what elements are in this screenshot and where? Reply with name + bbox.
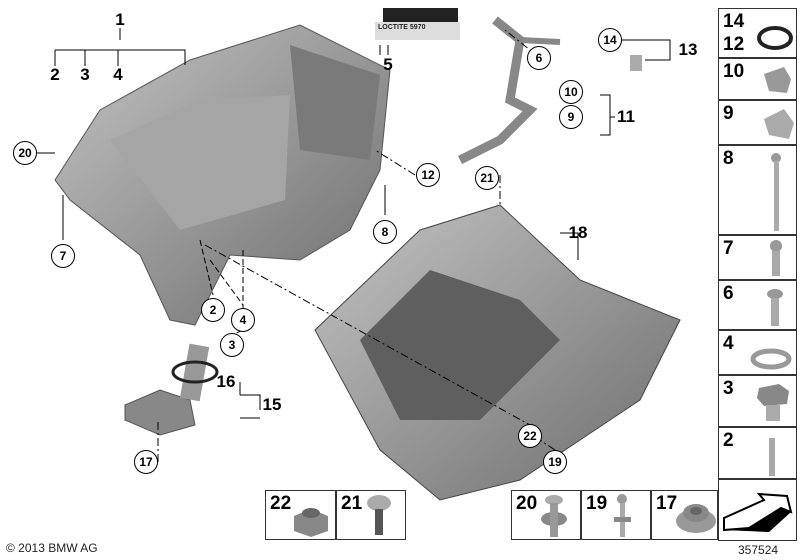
part-number: 10: [723, 61, 745, 82]
part-number: 2: [723, 430, 734, 451]
clip-icon: [764, 67, 791, 93]
oil-pan-cover: [314, 204, 681, 501]
part-box-10: 10: [718, 58, 797, 100]
part-box-21: 21: [336, 490, 406, 540]
flange-nut-icon: [676, 504, 716, 533]
label-13: 13: [678, 40, 698, 59]
fastener-icon: [614, 494, 631, 537]
callout-10: 10: [559, 80, 583, 104]
push-rivet-icon: [367, 495, 391, 535]
part-number: 4: [723, 333, 734, 354]
label-15: 15: [262, 395, 282, 414]
plug: [630, 55, 642, 71]
callout-17: 17: [134, 450, 158, 474]
stud-icon: [769, 438, 775, 476]
part-number: 3: [723, 378, 734, 399]
part-box-17: 17: [651, 490, 718, 540]
callout-22: 22: [518, 424, 542, 448]
callout-2: 2: [201, 298, 225, 322]
part-box-3: 3: [718, 375, 797, 427]
part-box-20: 20: [511, 490, 581, 540]
callout-4: 4: [231, 308, 255, 332]
label-16: 16: [216, 372, 236, 391]
callout-21: 21: [475, 166, 499, 190]
oil-pan: [54, 24, 391, 326]
part-number: 6: [723, 283, 734, 304]
label-18: 18: [568, 223, 588, 242]
dipstick-guide-tube: [457, 16, 561, 165]
part-box-9: 9: [718, 100, 797, 145]
expanding-rivet-icon: [541, 495, 567, 537]
back-arrow-icon[interactable]: [719, 480, 798, 542]
part-number: 9: [723, 103, 734, 124]
label-3: 3: [80, 65, 90, 84]
part-number: 12: [723, 34, 745, 55]
part-box-19: 19: [581, 490, 651, 540]
part-box-22: 22: [265, 490, 336, 540]
label-4: 4: [113, 65, 123, 84]
part-box-2: 2: [718, 427, 797, 479]
leader-lines: [35, 28, 671, 462]
callout-9: 9: [559, 105, 583, 129]
drain-plug-icon: [757, 384, 789, 421]
label-1: 1: [115, 10, 125, 29]
part-number: 17: [656, 493, 678, 514]
hex-nut-icon: [294, 508, 328, 537]
callout-19: 19: [543, 450, 567, 474]
callout-3: 3: [220, 333, 244, 357]
part-number: 20: [516, 493, 538, 514]
long-bolt-icon: [771, 153, 781, 231]
o-ring-icon: [757, 26, 793, 50]
part-number: 14: [723, 11, 745, 32]
callout-14: 14: [598, 28, 622, 52]
part-number: 19: [586, 493, 608, 514]
callout-6: 6: [527, 46, 551, 70]
washer-icon: [750, 348, 792, 370]
navigation-arrow-box[interactable]: [718, 479, 797, 541]
callout-7: 7: [51, 244, 75, 268]
part-number: 21: [341, 493, 363, 514]
copyright: © 2013 BMW AG: [6, 541, 98, 555]
part-box-7: 7: [718, 235, 797, 280]
diagram-number: 357524: [738, 543, 779, 557]
part-box-6: 6: [718, 280, 797, 330]
sealant-tube-label: LOCTITE 5970: [378, 24, 426, 31]
label-5: 5: [383, 55, 393, 74]
part-number: 7: [723, 238, 734, 259]
part-number: 8: [723, 148, 734, 169]
label-11: 11: [617, 107, 635, 126]
oil-level-sensor: [124, 343, 219, 436]
callout-12: 12: [416, 163, 440, 187]
clamp-icon: [764, 109, 794, 139]
bolt-icon: [770, 240, 782, 276]
sealant-tube: [375, 8, 460, 40]
part-number: 22: [270, 493, 292, 514]
part-box-14-12: 14 12: [718, 8, 797, 58]
part-box-4: 4: [718, 330, 797, 375]
part-box-8: 8: [718, 145, 797, 235]
callout-20: 20: [13, 141, 37, 165]
label-2: 2: [50, 65, 60, 84]
screw-icon: [767, 289, 783, 326]
callout-8: 8: [373, 220, 397, 244]
